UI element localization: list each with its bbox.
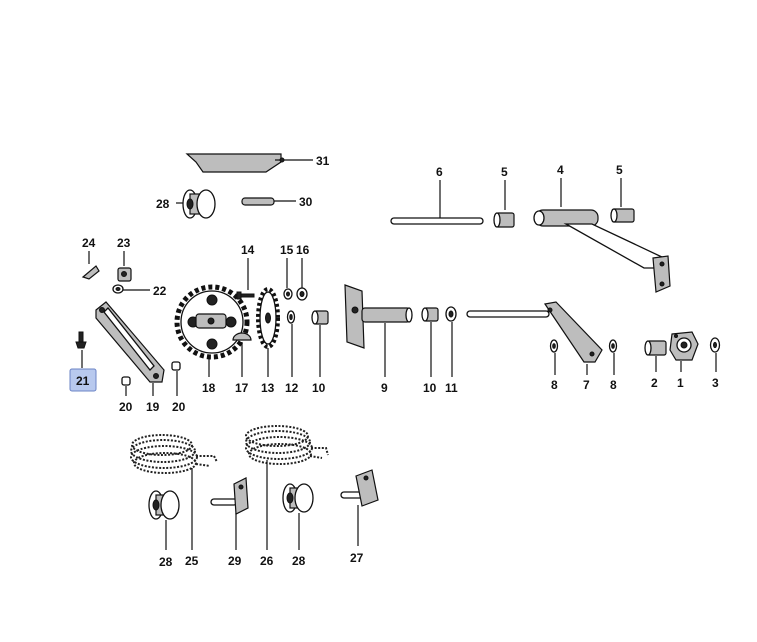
part-5-bushing-left	[493, 212, 515, 228]
callout-20-left[interactable]: 20	[119, 400, 133, 414]
callout-3[interactable]: 3	[712, 376, 719, 390]
part-3-washer	[709, 337, 721, 353]
part-28-roller-top	[182, 189, 216, 219]
part-8-washer-left	[549, 339, 559, 353]
callout-16[interactable]: 16	[296, 243, 310, 257]
part-15-nut	[283, 288, 293, 300]
callout-13[interactable]: 13	[261, 381, 275, 395]
callout-12[interactable]: 12	[285, 381, 299, 395]
callout-28-bottom-right[interactable]: 28	[292, 554, 306, 568]
callout-21-highlight	[69, 368, 97, 392]
part-28-roller-bottom-left	[148, 490, 180, 520]
callout-20-right[interactable]: 20	[172, 400, 186, 414]
callout-2[interactable]: 2	[651, 376, 658, 390]
part-11-washer	[445, 306, 457, 322]
callout-7[interactable]: 7	[583, 378, 590, 392]
part-13-sprocket	[256, 287, 280, 349]
callout-18[interactable]: 18	[202, 381, 216, 395]
callout-9[interactable]: 9	[381, 381, 388, 395]
part-31-bracket	[185, 153, 293, 173]
part-23-block	[117, 267, 132, 282]
callout-14[interactable]: 14	[241, 243, 255, 257]
callout-8-left[interactable]: 8	[551, 378, 558, 392]
part-29-pin-bracket	[210, 477, 249, 515]
callout-19[interactable]: 19	[146, 400, 160, 414]
callout-25[interactable]: 25	[185, 554, 199, 568]
part-18-sprocket	[174, 284, 250, 360]
part-1-bearing-housing	[669, 331, 699, 361]
callout-29[interactable]: 29	[228, 554, 242, 568]
callout-6[interactable]: 6	[436, 165, 443, 179]
part-27-pin-plate	[340, 469, 379, 507]
callout-5-right[interactable]: 5	[616, 163, 623, 177]
callout-10-left[interactable]: 10	[312, 381, 326, 395]
part-28-roller-bottom-right	[282, 483, 314, 513]
callout-26[interactable]: 26	[260, 554, 274, 568]
callout-1[interactable]: 1	[677, 376, 684, 390]
callout-5-left[interactable]: 5	[501, 165, 508, 179]
callout-4[interactable]: 4	[557, 163, 564, 177]
part-17-woodruff-key	[232, 332, 252, 341]
part-8-washer-right	[608, 339, 618, 353]
callout-28-bottom-left[interactable]: 28	[159, 555, 173, 569]
callout-28-top[interactable]: 28	[156, 197, 170, 211]
part-25-roller-chain	[130, 434, 218, 474]
part-24-key	[81, 265, 100, 280]
part-7-link	[466, 301, 603, 363]
callout-22[interactable]: 22	[153, 284, 167, 298]
part-6-shaft	[390, 217, 484, 225]
part-19-arm	[95, 301, 165, 383]
callout-23[interactable]: 23	[117, 236, 131, 250]
part-30-pin	[241, 197, 275, 206]
part-16-nut	[296, 287, 308, 301]
callout-11[interactable]: 11	[445, 381, 458, 395]
callout-17[interactable]: 17	[235, 381, 249, 395]
part-9-shaft-with-plate	[344, 284, 413, 349]
part-26-roller-chain	[245, 425, 329, 465]
part-20-bushing-left	[121, 376, 131, 386]
part-10-bushing-right	[421, 307, 439, 322]
part-5-bushing-right	[610, 208, 635, 223]
part-12-washer	[286, 310, 296, 324]
part-20-bushing-right	[171, 361, 181, 371]
callout-15[interactable]: 15	[280, 243, 294, 257]
callout-27[interactable]: 27	[350, 551, 364, 565]
callout-24[interactable]: 24	[82, 236, 96, 250]
part-22-nut	[112, 284, 124, 294]
part-2-bushing	[644, 340, 667, 356]
callout-21[interactable]: 21	[76, 374, 90, 388]
callout-30[interactable]: 30	[299, 195, 313, 209]
part-14-bolt	[236, 291, 255, 300]
part-10-bushing-left	[311, 310, 329, 325]
callout-31[interactable]: 31	[316, 154, 330, 168]
part-4-arm	[533, 209, 671, 293]
part-21-bolt	[75, 331, 87, 349]
callout-10-right[interactable]: 10	[423, 381, 437, 395]
callout-8-right[interactable]: 8	[610, 378, 617, 392]
